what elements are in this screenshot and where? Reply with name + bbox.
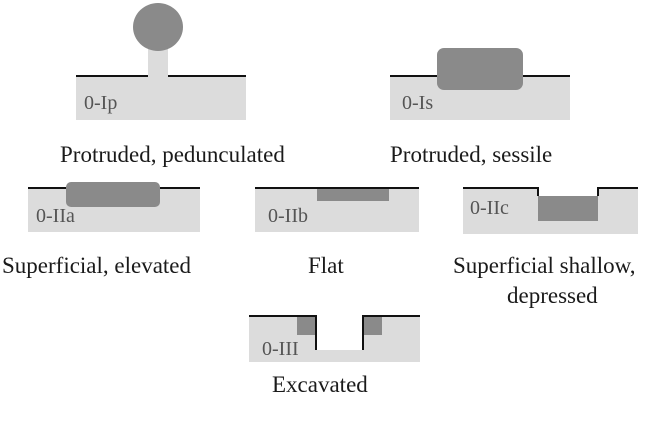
type-code: 0-IIb (268, 205, 308, 227)
lesion (538, 196, 598, 221)
type-code: 0-III (262, 338, 299, 360)
lesion (66, 182, 160, 207)
lesion-stalk (148, 48, 168, 78)
mucosa-block (76, 76, 246, 120)
caption-0-IIc-line2: depressed (507, 283, 598, 308)
panel-0-IIa: 0-IIa (28, 182, 200, 232)
panel-0-IIb: 0-IIb (255, 187, 419, 232)
surface-line (463, 187, 638, 196)
caption-0-IIa: Superficial, elevated (2, 253, 192, 278)
caption-0-IIb: Flat (308, 253, 344, 278)
type-code: 0-IIc (470, 197, 509, 219)
lesion-wall-right (363, 316, 382, 335)
caption-0-IIc-line1: Superficial shallow, (453, 253, 636, 278)
caption-0-Is: Protruded, sessile (390, 142, 553, 167)
type-code: 0-Is (402, 92, 433, 114)
caption-0-Ip: Protruded, pedunculated (60, 142, 285, 167)
lesion (317, 188, 389, 201)
caption-0-III: Excavated (272, 372, 368, 397)
lesion-head (133, 3, 183, 51)
panel-0-IIc: 0-IIc (463, 187, 638, 234)
lesion-wall-left (297, 316, 316, 335)
type-code: 0-Ip (84, 92, 117, 114)
surface-line (249, 315, 420, 350)
panel-0-Is: 0-Is (390, 48, 570, 120)
panel-0-Ip: 0-Ip (76, 3, 246, 120)
type-code: 0-IIa (36, 205, 75, 227)
panel-0-III: 0-III (249, 315, 420, 362)
lesion (437, 48, 523, 90)
